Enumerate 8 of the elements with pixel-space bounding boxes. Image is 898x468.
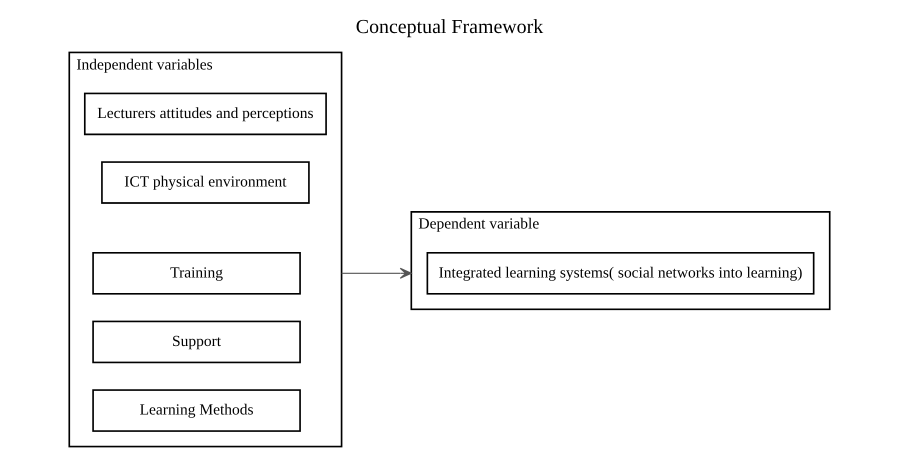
node-box: Training xyxy=(92,252,300,295)
node-box: ICT physical environment xyxy=(100,161,310,204)
node-box: Learning Methods xyxy=(92,389,300,432)
node-box: Lecturers attitudes and perceptions xyxy=(83,92,326,136)
node-box: Support xyxy=(92,320,300,364)
node-box: Integrated learning systems( social networks into learning) xyxy=(426,252,814,295)
arrow xyxy=(341,268,412,279)
diagram-title: Conceptual Framework xyxy=(355,16,543,38)
